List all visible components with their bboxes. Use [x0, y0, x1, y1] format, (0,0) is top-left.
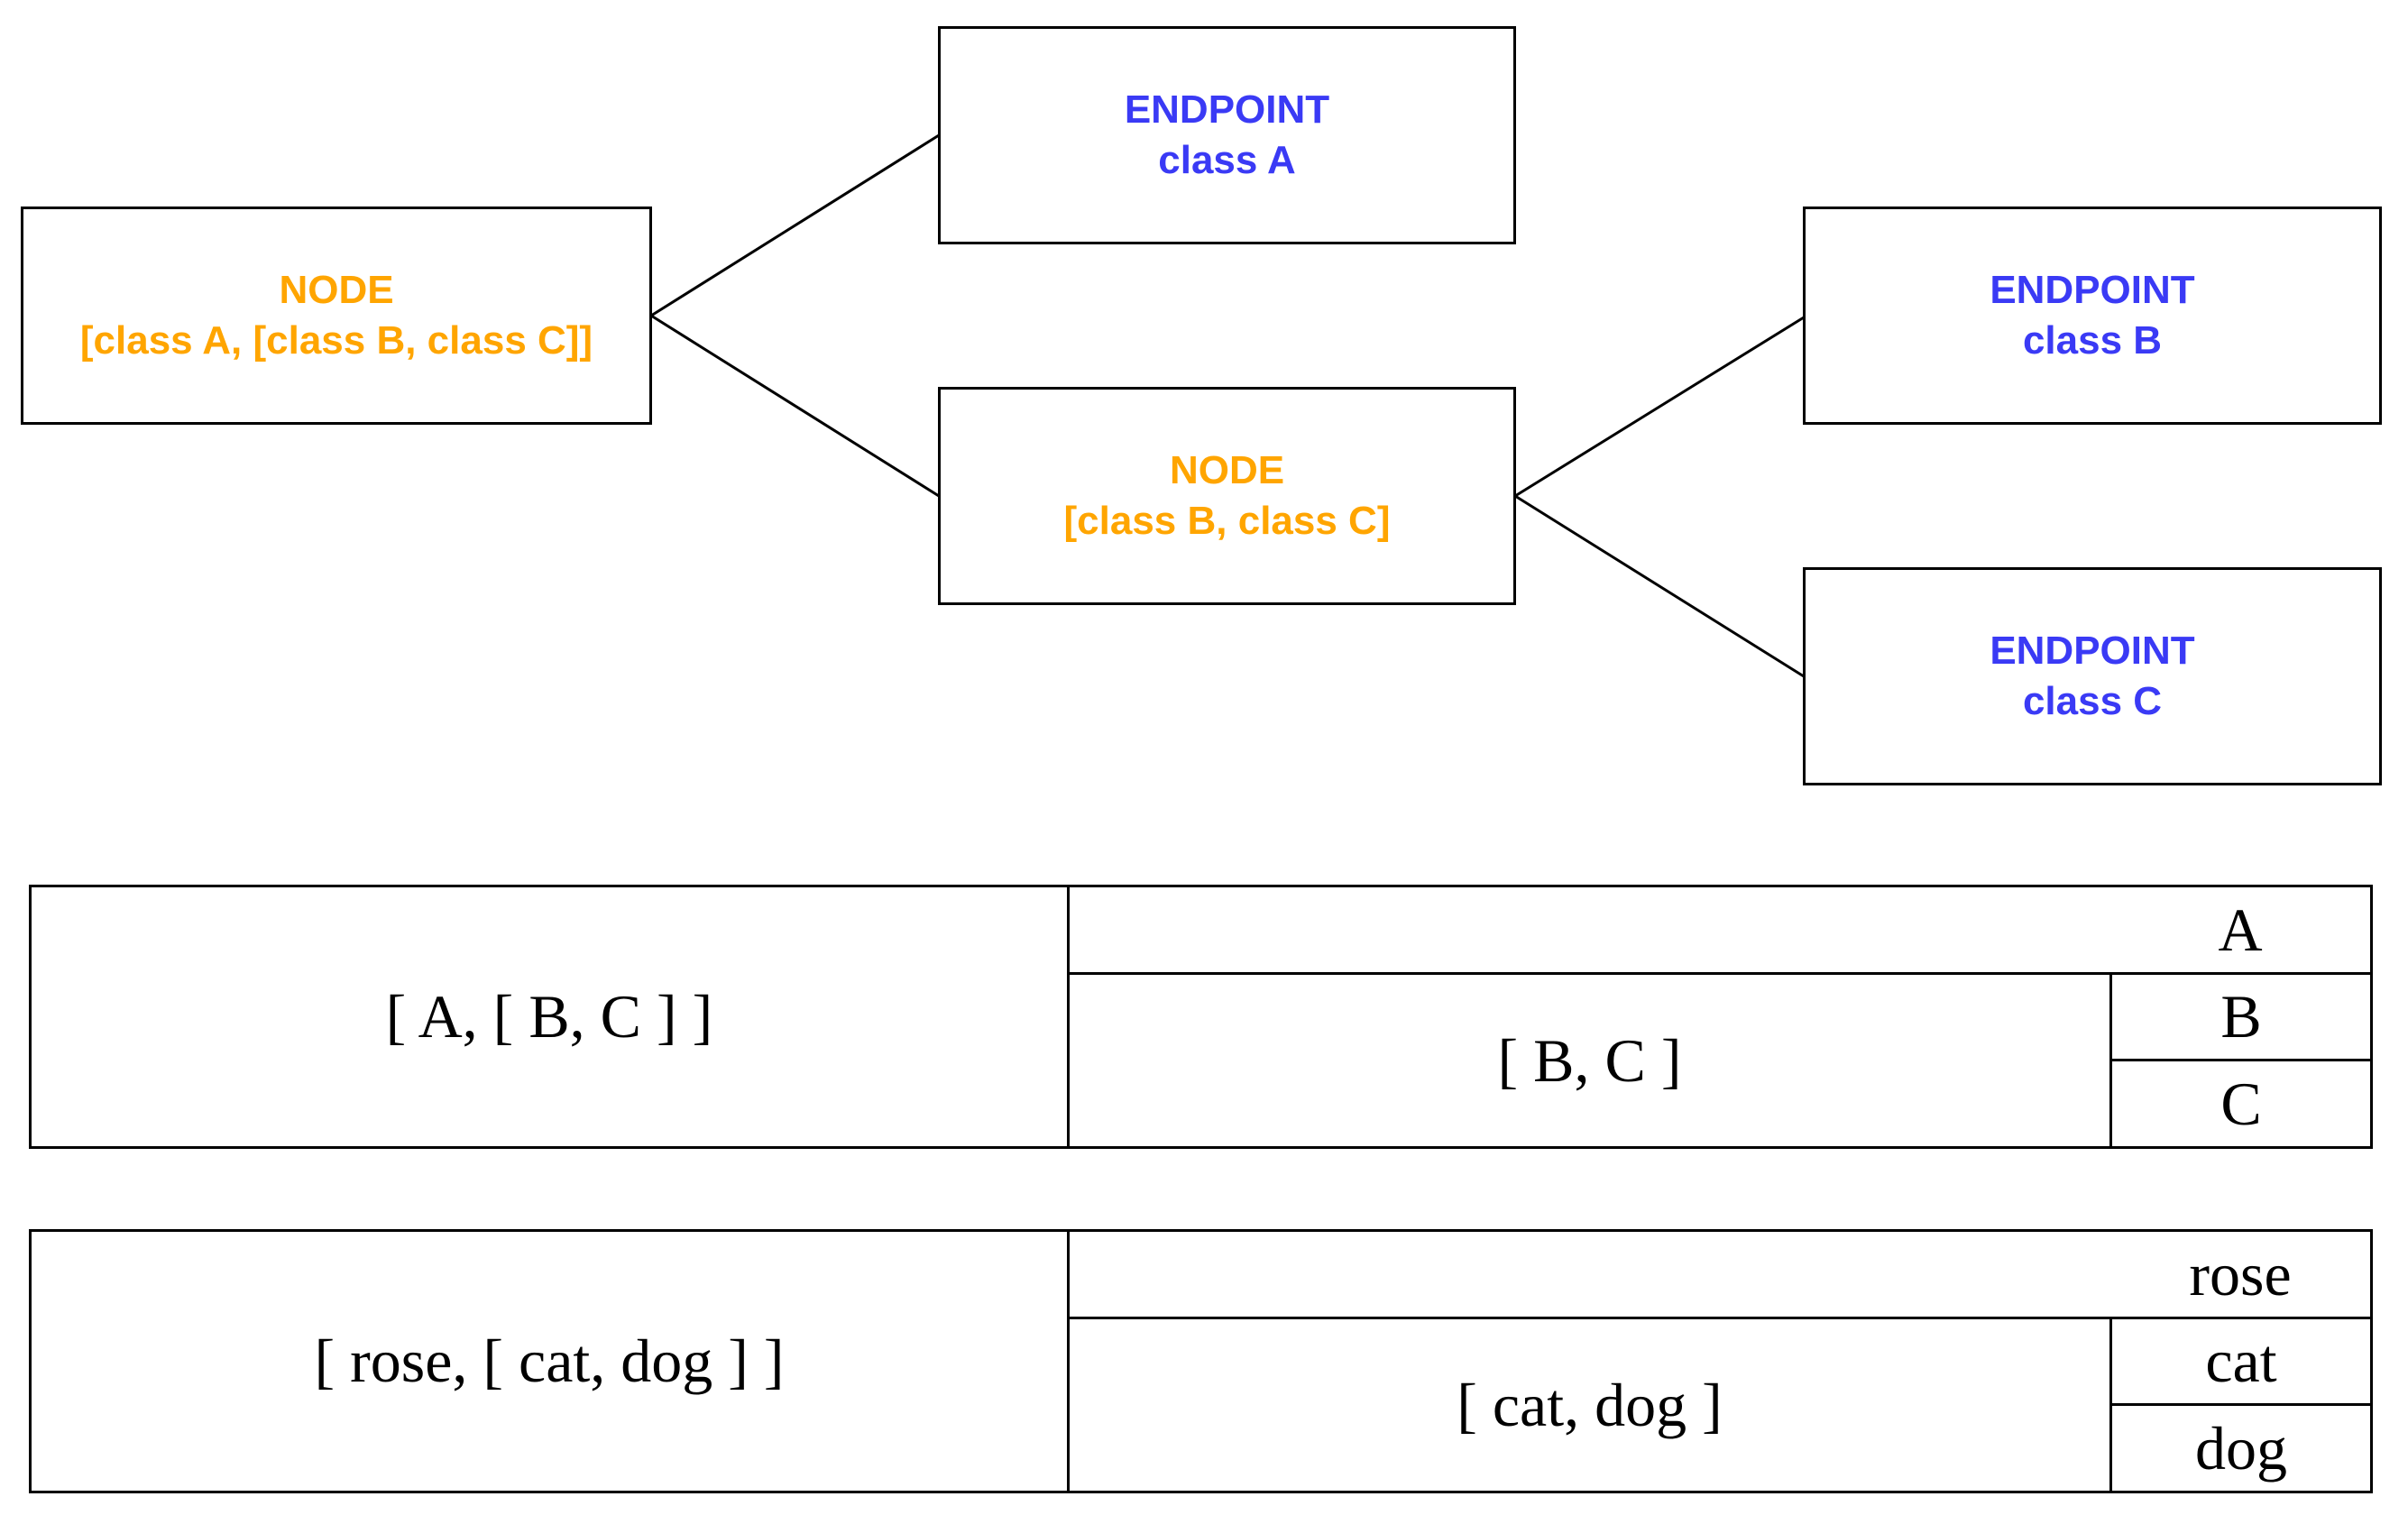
letters-inner-label: [ B, C ] — [1497, 1025, 1682, 1095]
letters-leaf-b-label: B — [2220, 982, 2262, 1051]
words-leaf-a-cell: rose — [1067, 1229, 2373, 1319]
words-leaf-b-label: cat — [2205, 1327, 2277, 1395]
words-leaf-a-label: rose — [2189, 1239, 2292, 1308]
words-outer-label: [ rose, [ cat, dog ] ] — [314, 1327, 785, 1395]
endpoint-c-class: class C — [2022, 679, 2163, 723]
root-node-box: NODE [class A, [class B, class C]] — [21, 207, 652, 425]
endpoint-a-class: class A — [1158, 138, 1296, 182]
endpoint-b-title: ENDPOINT — [1990, 268, 2195, 312]
words-leaf-b-cell: cat — [2109, 1317, 2373, 1406]
root-node-classes: [class A, [class B, class C]] — [79, 318, 593, 363]
words-leaf-c-cell: dog — [2109, 1403, 2373, 1493]
letters-outer-cell: [ A, [ B, C ] ] — [29, 885, 1070, 1149]
endpoint-a-title: ENDPOINT — [1124, 87, 1330, 132]
letters-leaf-b-cell: B — [2109, 972, 2373, 1061]
endpoint-c-box: ENDPOINT class C — [1803, 567, 2382, 785]
endpoint-c-title: ENDPOINT — [1990, 629, 2195, 673]
root-node-title: NODE — [279, 268, 394, 312]
edge-root-to-endpoint-a — [650, 133, 940, 317]
letters-leaf-c-label: C — [2220, 1069, 2262, 1138]
edge-root-to-inner-node — [650, 314, 940, 498]
letters-leaf-a-label: A — [2218, 895, 2263, 964]
words-inner-cell: [ cat, dog ] — [1067, 1317, 2112, 1493]
words-leaf-c-label: dog — [2195, 1413, 2287, 1483]
edge-inner-node-to-endpoint-b — [1514, 316, 1805, 498]
endpoint-a-box: ENDPOINT class A — [938, 26, 1516, 244]
endpoint-b-class: class B — [2022, 318, 2163, 363]
edge-inner-node-to-endpoint-c — [1514, 494, 1805, 678]
letters-outer-label: [ A, [ B, C ] ] — [385, 982, 713, 1051]
words-outer-cell: [ rose, [ cat, dog ] ] — [29, 1229, 1070, 1493]
letters-leaf-c-cell: C — [2109, 1059, 2373, 1149]
endpoint-b-box: ENDPOINT class B — [1803, 207, 2382, 425]
words-inner-label: [ cat, dog ] — [1457, 1370, 1723, 1439]
inner-node-title: NODE — [1169, 448, 1285, 492]
inner-node-box: NODE [class B, class C] — [938, 387, 1516, 605]
inner-node-classes: [class B, class C] — [1063, 499, 1391, 543]
letters-inner-cell: [ B, C ] — [1067, 972, 2112, 1149]
letters-leaf-a-cell: A — [1067, 885, 2373, 975]
